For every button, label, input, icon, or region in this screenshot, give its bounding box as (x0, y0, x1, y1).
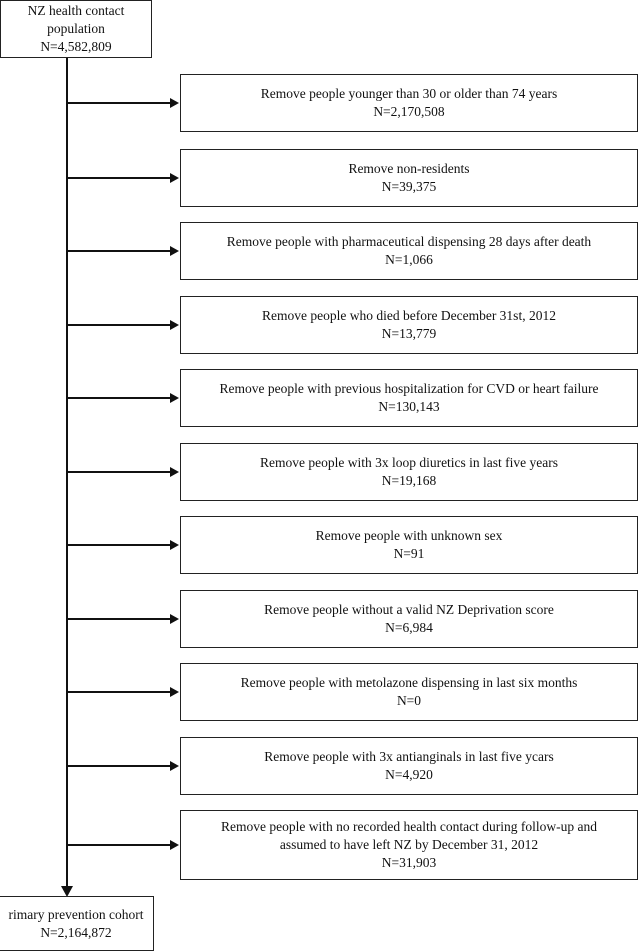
end-line-2: N=2,164,872 (40, 924, 112, 940)
exclusion-box-11: Remove people with no recorded health co… (180, 810, 638, 880)
exclusion-box-1: Remove people younger than 30 or older t… (180, 74, 638, 132)
exclusion-7-line-2: N=91 (393, 546, 425, 561)
exclusion-box-10: Remove people with 3x antianginals in la… (180, 737, 638, 795)
end-box-cohort: rimary prevention cohort N=2,164,872 (0, 896, 154, 951)
branch-arrowhead-11 (170, 840, 179, 850)
branch-arrowhead-8 (170, 614, 179, 624)
exclusion-box-5: Remove people with previous hospitalizat… (180, 369, 638, 427)
trunk-arrowhead (61, 886, 73, 897)
exclusion-8-line-2: N=6,984 (385, 620, 433, 635)
exclusion-8-line-1: Remove people without a valid NZ Depriva… (264, 602, 554, 617)
exclusion-9-line-2: N=0 (396, 693, 422, 708)
branch-arrowhead-1 (170, 98, 179, 108)
exclusion-5-line-1: Remove people with previous hospitalizat… (219, 381, 599, 396)
exclusion-10-line-2: N=4,920 (385, 767, 433, 782)
branch-arrows (67, 98, 179, 850)
branch-arrowhead-5 (170, 393, 179, 403)
start-box-population: NZ health contact population N=4,582,809 (0, 0, 152, 58)
exclusion-11-line-2: assumed to have left NZ by December 31, … (279, 837, 539, 852)
exclusion-box-3: Remove people with pharmaceutical dispen… (180, 222, 638, 280)
start-line-1: NZ health contact (27, 3, 125, 18)
exclusion-5-line-2: N=130,143 (378, 399, 440, 414)
exclusion-2-line-2: N=39,375 (381, 179, 437, 194)
exclusion-10-line-1: Remove people with 3x antianginals in la… (264, 749, 554, 764)
exclusion-6-line-1: Remove people with 3x loop diuretics in … (259, 455, 559, 470)
exclusion-3-line-2: N=1,066 (385, 252, 433, 267)
end-line-1: rimary prevention cohort (8, 906, 144, 922)
branch-arrowhead-10 (170, 761, 179, 771)
exclusion-6-line-2: N=19,168 (381, 473, 437, 488)
branch-arrowhead-7 (170, 540, 179, 550)
branch-arrowhead-3 (170, 246, 179, 256)
start-line-2: population (47, 21, 105, 36)
start-line-3: N=4,582,809 (40, 39, 112, 54)
exclusion-4-line-1: Remove people who died before December 3… (262, 308, 556, 323)
exclusion-box-4: Remove people who died before December 3… (180, 296, 638, 354)
exclusion-11-line-3: N=31,903 (381, 855, 437, 870)
branch-arrowhead-6 (170, 467, 179, 477)
exclusion-7-line-1: Remove people with unknown sex (315, 528, 503, 543)
exclusion-1-line-2: N=2,170,508 (373, 104, 445, 119)
exclusion-11-line-1: Remove people with no recorded health co… (220, 819, 597, 834)
exclusion-2-line-1: Remove non-residents (348, 161, 470, 176)
branch-arrowhead-4 (170, 320, 179, 330)
branch-arrowhead-9 (170, 687, 179, 697)
exclusion-4-line-2: N=13,779 (381, 326, 437, 341)
exclusion-3-line-1: Remove people with pharmaceutical dispen… (226, 234, 592, 249)
branch-arrowhead-2 (170, 173, 179, 183)
exclusion-box-8: Remove people without a valid NZ Depriva… (180, 590, 638, 648)
exclusion-1-line-1: Remove people younger than 30 or older t… (260, 86, 558, 101)
exclusion-box-6: Remove people with 3x loop diuretics in … (180, 443, 638, 501)
exclusion-box-9: Remove people with metolazone dispensing… (180, 663, 638, 721)
exclusion-9-line-1: Remove people with metolazone dispensing… (240, 675, 578, 690)
